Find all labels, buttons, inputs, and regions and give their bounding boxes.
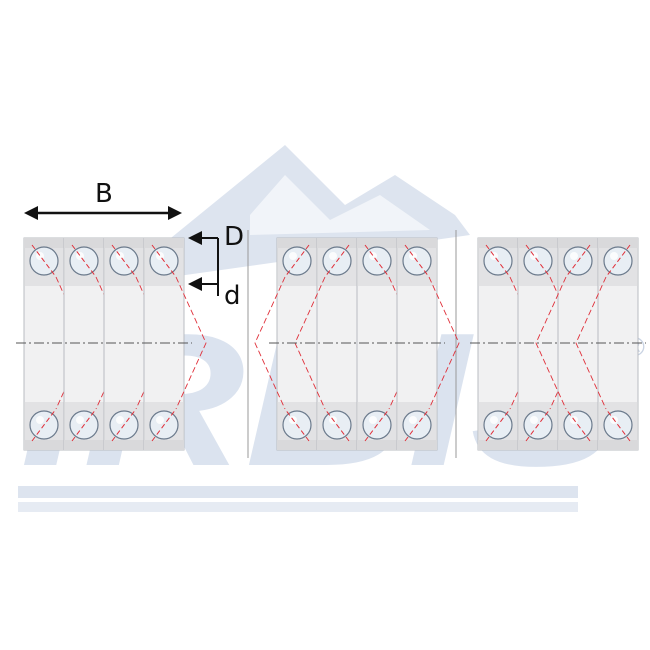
contact-line [485,408,511,442]
outer-ring-top [478,238,518,248]
outer-ring-top [104,238,144,248]
dimension-b-arrow-left [24,206,38,220]
contact-line [525,244,551,278]
ball-highlight [369,416,377,424]
ball-highlight [116,416,124,424]
contact-line [364,408,390,442]
watermark-bar-1 [18,486,578,498]
ball-highlight [409,416,417,424]
ball-highlight [36,416,44,424]
outer-ring-bottom [277,440,317,450]
outer-ring-top [397,238,437,248]
contact-line [175,276,207,410]
contact-line [71,244,97,278]
dimension-d-arrow-top [188,231,202,245]
contact-line [71,408,97,442]
contact-line [324,408,350,442]
ball-highlight [289,252,297,260]
ball-highlight [610,252,618,260]
contact-line [254,276,286,410]
contact-line [151,244,177,278]
label-b: B [95,179,113,209]
label-d-outer: D [224,222,245,252]
contact-line [324,244,350,278]
bearing-set-tandem-back-to-back [254,237,460,451]
outer-ring-top [357,238,397,248]
contact-line [364,244,390,278]
contact-line [428,276,460,410]
dimension-b [24,206,182,220]
ball-highlight [329,252,337,260]
outer-ring-top [24,238,64,248]
outer-ring-top [277,238,317,248]
outer-ring-bottom [397,440,437,450]
contact-line [535,276,567,410]
contact-line [525,408,551,442]
contact-line [31,408,57,442]
contact-line [31,244,57,278]
dimension-d [188,231,219,296]
outer-ring-top [317,238,357,248]
watermark-bar-2 [18,502,578,512]
outer-ring-top [558,238,598,248]
outer-ring-top [518,238,558,248]
outer-ring-bottom [317,440,357,450]
contact-line [404,408,430,442]
contact-line [284,244,310,278]
contact-line [111,408,137,442]
contact-line [605,244,631,278]
outer-ring-top [64,238,104,248]
contact-line [151,408,177,442]
watermark-mountain-white [250,175,430,235]
bearing-set-tandem [16,237,207,451]
bearing-set-tandem-face-to-face [470,237,646,451]
contact-line [565,244,591,278]
ball-highlight [490,416,498,424]
outer-ring-top [144,238,184,248]
contact-line [284,408,310,442]
contact-line [111,244,137,278]
outer-ring-bottom [64,440,104,450]
outer-ring-bottom [357,440,397,450]
label-d-inner: d [224,281,241,311]
outer-ring-bottom [518,440,558,450]
outer-ring-bottom [478,440,518,450]
ball-highlight [76,416,84,424]
outer-ring-bottom [24,440,64,450]
contact-line [485,244,511,278]
ball-highlight [156,416,164,424]
contact-line [575,276,607,410]
outer-ring-top [598,238,638,248]
ball-highlight [570,252,578,260]
outer-ring-bottom [558,440,598,450]
contact-line [605,408,631,442]
outer-ring-bottom [144,440,184,450]
contact-line [565,408,591,442]
ball-highlight [530,416,538,424]
outer-ring-bottom [598,440,638,450]
dimension-b-arrow-right [168,206,182,220]
dimension-d-arrow-bottom [188,277,202,291]
outer-ring-bottom [104,440,144,450]
contact-line [404,244,430,278]
